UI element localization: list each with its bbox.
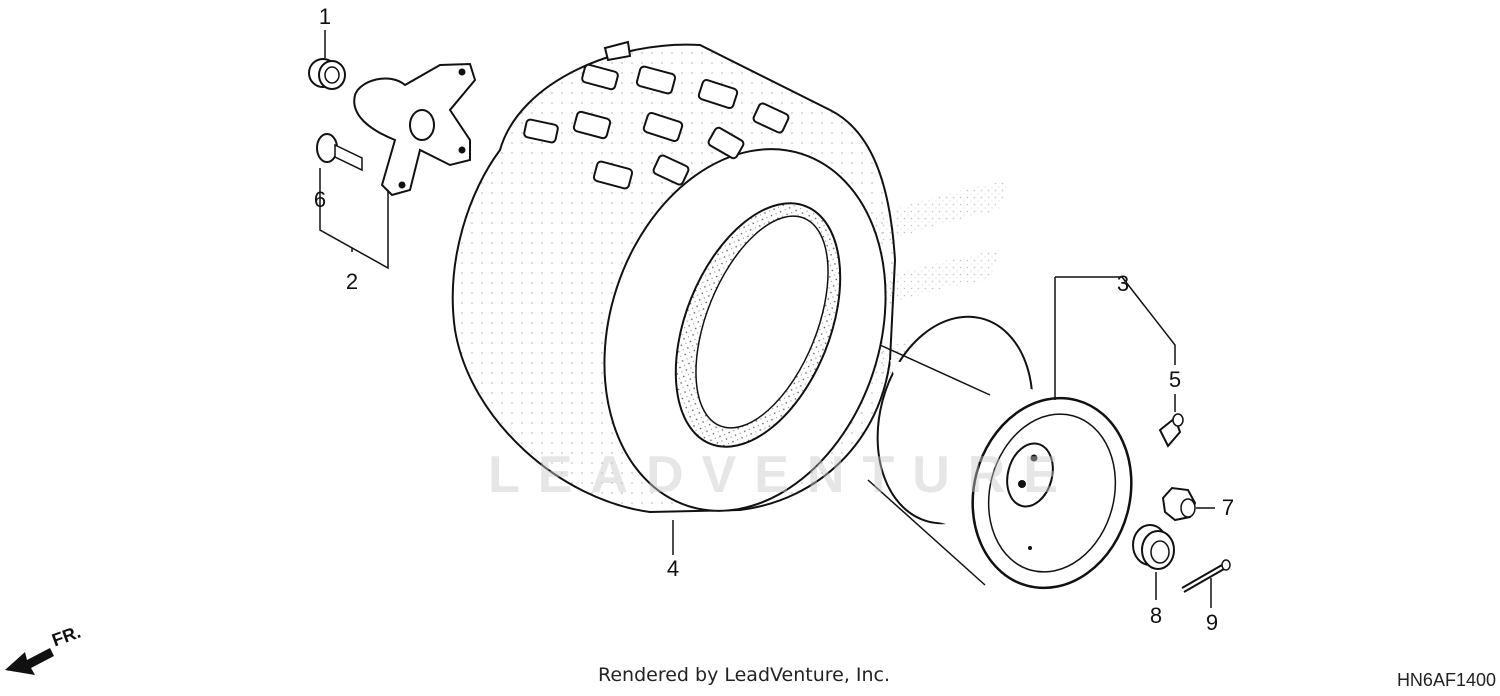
leader-lines xyxy=(319,30,1215,608)
hub-bolt-drawing[interactable] xyxy=(316,133,363,172)
watermark-text: LEADVENTURE xyxy=(488,446,1077,504)
front-arrow-icon xyxy=(5,648,54,675)
callout-1[interactable]: 1 xyxy=(318,4,332,29)
callout-8[interactable]: 8 xyxy=(1149,603,1163,628)
callout-4[interactable]: 4 xyxy=(666,556,680,581)
callout-9[interactable]: 9 xyxy=(1205,610,1219,635)
hub-drawing[interactable] xyxy=(353,62,477,197)
castle-nut-drawing[interactable] xyxy=(1132,524,1175,570)
valve-stem-drawing[interactable] xyxy=(1158,413,1184,448)
callout-7[interactable]: 7 xyxy=(1221,495,1235,520)
tire-drawing[interactable] xyxy=(451,40,931,548)
wheel-drawing[interactable] xyxy=(855,299,1152,606)
diagram-code: HN6AF1400 xyxy=(1396,670,1496,690)
callout-5[interactable]: 5 xyxy=(1168,367,1182,392)
bearing-drawing[interactable] xyxy=(308,58,346,90)
footer-credit: Rendered by LeadVenture, Inc. xyxy=(598,664,891,686)
wheel-nut-drawing[interactable] xyxy=(1161,486,1197,522)
callout-6[interactable]: 6 xyxy=(313,187,327,212)
cotter-pin-drawing[interactable] xyxy=(1181,559,1231,593)
callout-2[interactable]: 2 xyxy=(345,269,359,294)
callout-3[interactable]: 3 xyxy=(1116,271,1130,296)
